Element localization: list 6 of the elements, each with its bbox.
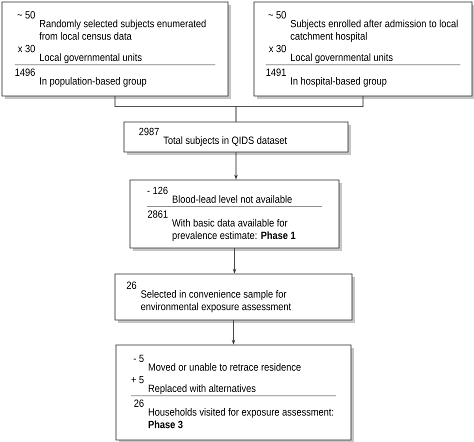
flow-box: 26 Selected in convenience sample for environmental exposure assessment: [114, 274, 355, 323]
flow-box: 2987 Total subjects in QIDS dataset: [124, 122, 351, 155]
flow-box: - 5 Moved or unable to retrace residence + 5 Replaced with alternatives 26 Households visited for exposure assessment: Phase 3: [116, 344, 354, 442]
flow-box: ~ 50 Subjects enrolled after admission to local catchment hospital x 30 Local governmental units 1491 In hospital-based group: [254, 2, 474, 99]
flow-box: - 126 Blood-lead level not available 2861 With basic data available for prevalence estimate: Phase 1: [130, 180, 342, 251]
flow-box: ~ 50 Randomly selected subjects enumerated from local census data x 30 Local governmental units 1496 In population-based group: [2, 2, 231, 99]
